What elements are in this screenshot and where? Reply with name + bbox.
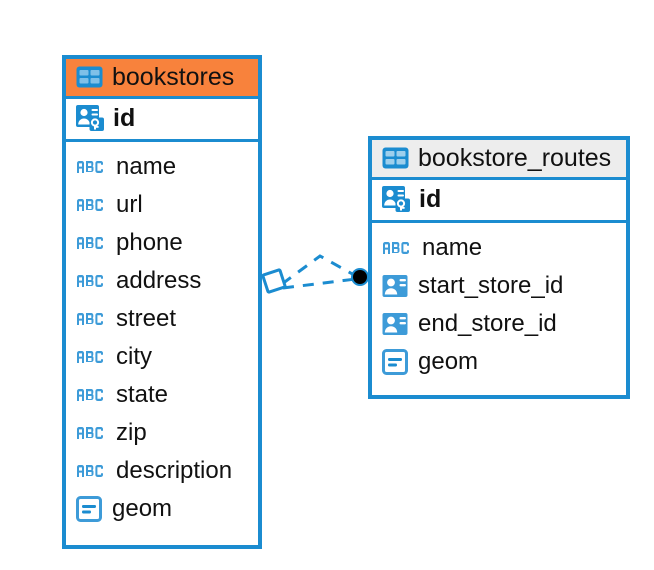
primary-key-icon <box>76 105 104 132</box>
text-type-icon <box>76 309 106 329</box>
text-type-icon <box>76 347 106 367</box>
field-label: name <box>116 152 177 180</box>
text-type-icon <box>382 238 412 258</box>
entity-bookstore-routes[interactable]: bookstore_routes id <box>368 136 630 399</box>
entity-bookstore-routes-header[interactable]: bookstore_routes <box>372 140 626 178</box>
geometry-type-icon <box>382 348 408 375</box>
field-label: geom <box>418 347 479 375</box>
field-row[interactable]: name <box>76 148 248 186</box>
text-type-icon <box>76 461 106 481</box>
field-row[interactable]: description <box>76 452 248 490</box>
field-label: city <box>116 342 152 370</box>
table-icon <box>382 147 409 169</box>
field-label: state <box>116 380 169 408</box>
field-row[interactable]: zip <box>76 414 248 452</box>
entity-bookstores-header[interactable]: bookstores <box>66 59 258 97</box>
filled-circle-marker <box>351 268 369 286</box>
field-row[interactable]: state <box>76 376 248 414</box>
geometry-type-icon <box>76 495 102 522</box>
field-label: name <box>422 233 483 261</box>
field-row[interactable]: phone <box>76 224 248 262</box>
entity-bookstores-fields: name url <box>66 141 258 536</box>
entity-bookstore-routes-fields: name start_store_id <box>372 222 626 389</box>
text-type-icon <box>76 385 106 405</box>
text-type-icon <box>76 423 106 443</box>
entity-bookstores[interactable]: bookstores id <box>62 55 262 549</box>
field-label: address <box>116 266 202 294</box>
text-type-icon <box>76 233 106 253</box>
diamond-marker <box>261 268 287 294</box>
field-label: zip <box>116 418 147 446</box>
relationship-line-end-store <box>282 277 357 290</box>
entity-bookstore-routes-primary-key-row[interactable]: id <box>372 177 626 223</box>
foreign-key-icon <box>382 312 408 336</box>
entity-bookstores-primary-key-row[interactable]: id <box>66 96 258 142</box>
field-row[interactable]: geom <box>382 343 616 381</box>
field-label: url <box>116 190 143 218</box>
text-type-icon <box>76 157 106 177</box>
entity-bookstores-primary-key-label: id <box>113 104 136 133</box>
foreign-key-icon <box>382 274 408 298</box>
field-row[interactable]: address <box>76 262 248 300</box>
relationship-line-start-store <box>281 254 357 286</box>
field-label: description <box>116 456 233 484</box>
field-row[interactable]: street <box>76 300 248 338</box>
field-label: end_store_id <box>418 309 557 337</box>
field-label: start_store_id <box>418 271 564 299</box>
field-label: street <box>116 304 177 332</box>
field-label: geom <box>112 494 173 522</box>
field-row[interactable]: geom <box>76 490 248 528</box>
field-row[interactable]: url <box>76 186 248 224</box>
table-icon <box>76 66 103 88</box>
field-row[interactable]: city <box>76 338 248 376</box>
primary-key-icon <box>382 186 410 213</box>
field-row[interactable]: name <box>382 229 616 267</box>
field-row[interactable]: start_store_id <box>382 267 616 305</box>
text-type-icon <box>76 195 106 215</box>
field-label: phone <box>116 228 183 256</box>
entity-bookstores-title: bookstores <box>112 63 235 91</box>
entity-bookstore-routes-primary-key-label: id <box>419 185 442 214</box>
field-row[interactable]: end_store_id <box>382 305 616 343</box>
entity-bookstore-routes-title: bookstore_routes <box>418 144 612 172</box>
text-type-icon <box>76 271 106 291</box>
